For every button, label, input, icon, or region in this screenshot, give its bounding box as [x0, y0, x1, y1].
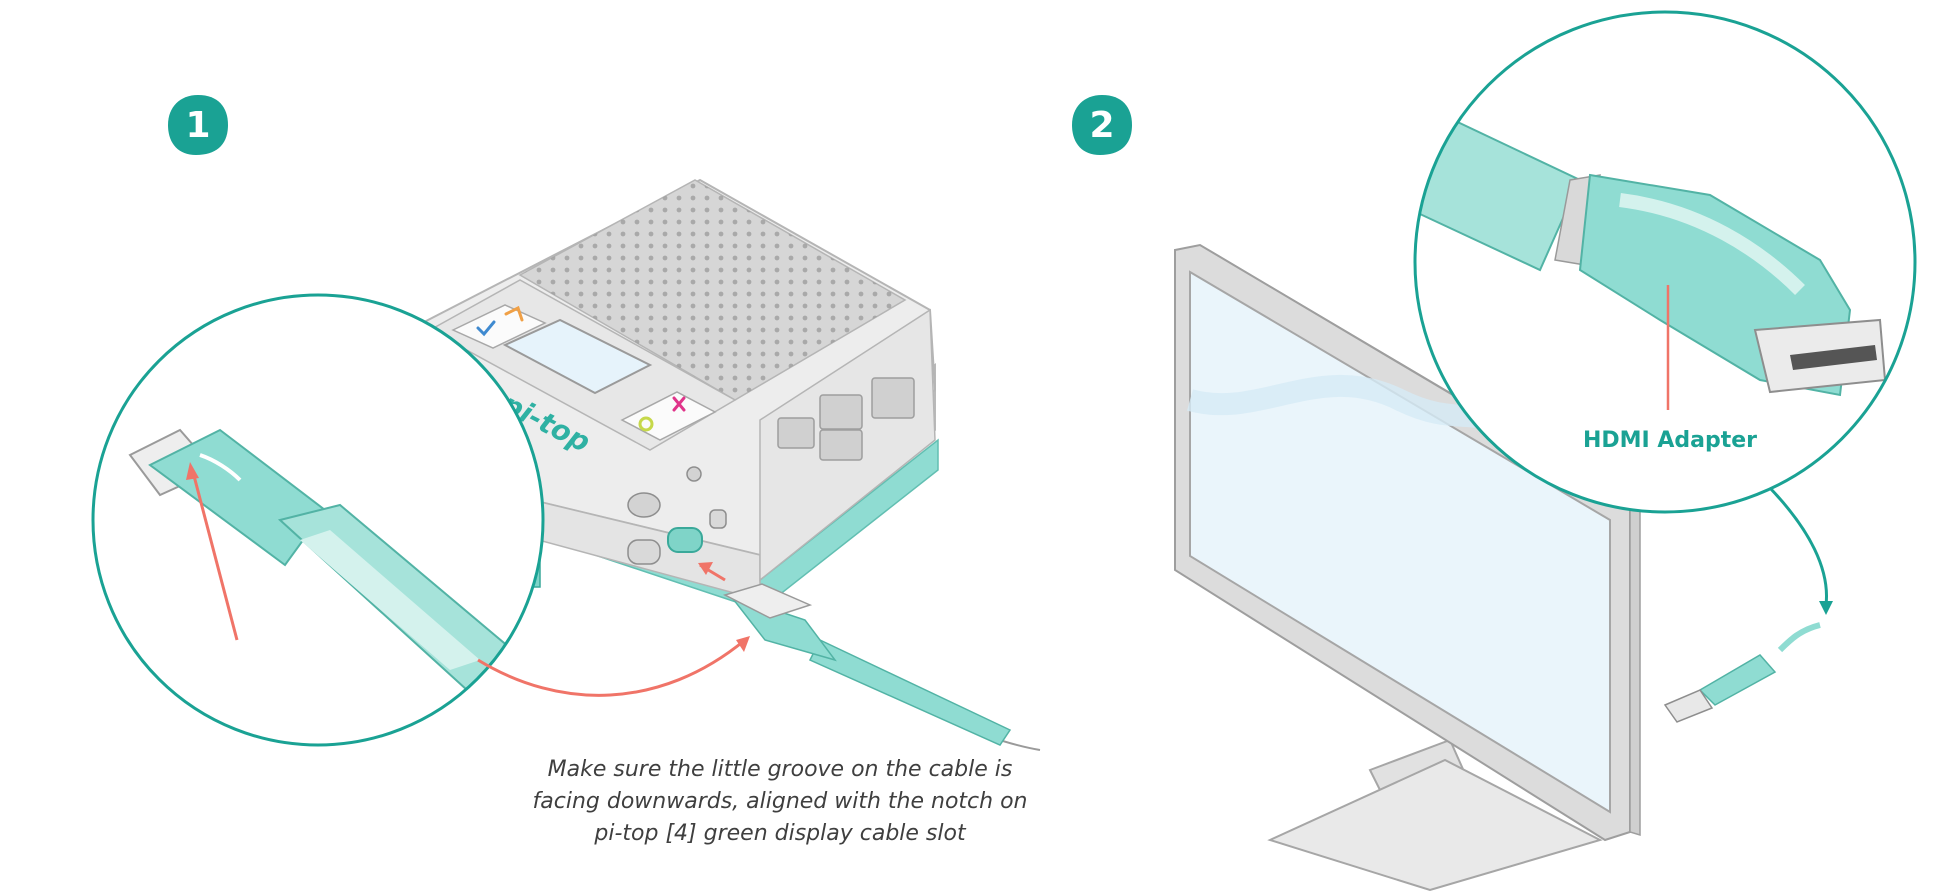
- zoom-to-cable-arrow: [477, 636, 750, 697]
- blob-shape: [1072, 95, 1132, 155]
- caption-line: pi-top [4] green display cable slot: [594, 821, 966, 846]
- caption-line: Make sure the little groove on the cable…: [547, 757, 1013, 782]
- check-icon: [476, 320, 496, 337]
- down-arrow: [1768, 486, 1833, 615]
- step1-caption: Make sure the little groove on the cable…: [500, 754, 1060, 850]
- step-number: 1: [185, 104, 211, 146]
- cable-zoom-circle: [91, 293, 545, 747]
- insert-arrow: [698, 562, 726, 582]
- circle-icon: [638, 416, 654, 432]
- usb-c-cable: [722, 583, 1041, 751]
- hdmi-cable: [1663, 622, 1821, 723]
- caption-line: facing downwards, aligned with the notch…: [532, 789, 1028, 814]
- step-number: 2: [1089, 104, 1115, 146]
- blob-shape: [168, 95, 228, 155]
- monitor: [1174, 243, 1641, 892]
- chevron-up-icon: [504, 305, 524, 322]
- cross-icon: [672, 396, 686, 412]
- groove-pointer-arrow: [186, 462, 239, 641]
- step-badge-2: 2: [1070, 93, 1134, 157]
- hdmi-adapter-label: HDMI Adapter: [1582, 428, 1758, 453]
- step-badge-1: 1: [166, 93, 230, 157]
